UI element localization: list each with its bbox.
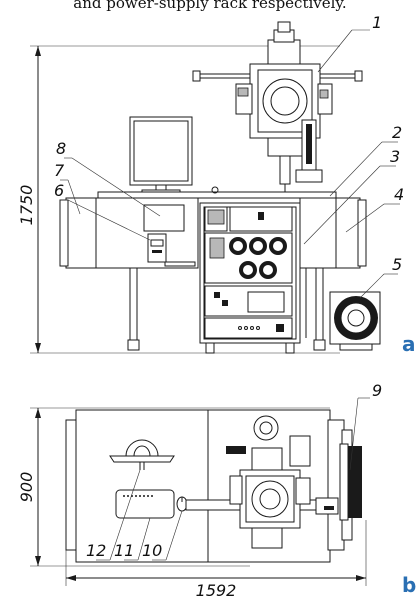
monitor bbox=[129, 116, 193, 194]
callout-11: 11 bbox=[114, 541, 134, 560]
monitor-top-view bbox=[109, 439, 175, 470]
callout-6: 6 bbox=[54, 181, 64, 200]
table-top bbox=[97, 191, 337, 199]
view-a-front-elevation: 1750 bbox=[17, 13, 416, 356]
callout-9: 9 bbox=[372, 381, 382, 400]
callout-leaders-b bbox=[96, 397, 370, 561]
vacuum-pump bbox=[329, 291, 381, 351]
left-cabinet bbox=[59, 197, 199, 269]
callout-5: 5 bbox=[392, 255, 402, 274]
callout-2: 2 bbox=[392, 123, 402, 142]
table-legs bbox=[127, 267, 326, 351]
callout-12: 12 bbox=[86, 541, 106, 560]
panel-label-a: a bbox=[402, 332, 416, 356]
depth-dimension-line bbox=[30, 407, 330, 567]
callout-10: 10 bbox=[142, 541, 162, 560]
callout-3: 3 bbox=[390, 147, 400, 166]
optical-head-top-view bbox=[185, 415, 339, 549]
optical-head-assembly bbox=[192, 21, 363, 196]
callout-4: 4 bbox=[394, 185, 404, 204]
view-b-top-view: 900 1592 bbox=[17, 381, 416, 599]
right-cabinet bbox=[299, 197, 367, 269]
depth-dimension-value: 900 bbox=[17, 472, 36, 503]
top-view-body bbox=[65, 409, 362, 563]
callout-8: 8 bbox=[56, 139, 66, 158]
power-supply-rack bbox=[199, 202, 307, 354]
keyboard-top-view bbox=[115, 489, 175, 519]
callout-leaders-a bbox=[60, 29, 400, 299]
callout-7: 7 bbox=[54, 161, 65, 180]
height-dimension-value: 1750 bbox=[17, 185, 36, 226]
caption-text: and power-supply rack respectively. bbox=[73, 0, 347, 12]
panel-label-b: b bbox=[402, 573, 416, 597]
width-dimension-value: 1592 bbox=[196, 581, 237, 599]
callout-1: 1 bbox=[372, 13, 382, 32]
